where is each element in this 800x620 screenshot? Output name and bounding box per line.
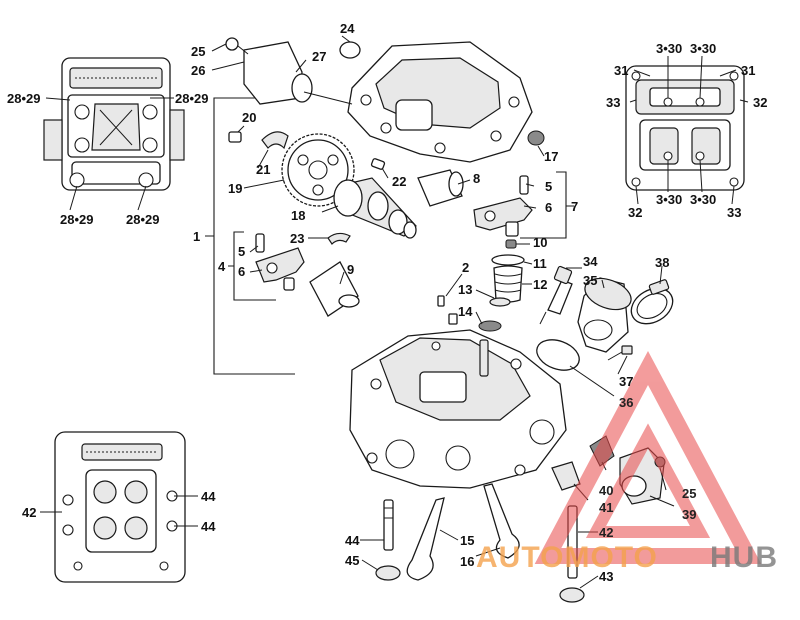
- valve-cover: [347, 41, 533, 163]
- callout-27: 27: [312, 49, 326, 64]
- callout-6a: 6: [238, 264, 245, 279]
- callout-10: 10: [533, 235, 547, 250]
- valve-exhaust: [406, 497, 445, 581]
- callout-25a: 25: [191, 44, 205, 59]
- callout-41: 41: [599, 500, 613, 515]
- callout-2829-tr: 28•29: [175, 91, 208, 106]
- callout-labels: 25 26 27 24 17 20 21 19 22 18 23 8 5 6 7…: [7, 21, 767, 584]
- callout-13: 13: [458, 282, 472, 297]
- rocker-shaft-8: [417, 169, 464, 207]
- callout-25b: 25: [682, 486, 696, 501]
- callout-1: 1: [193, 229, 200, 244]
- callout-330-br: 3•30: [690, 192, 716, 207]
- callout-11: 11: [533, 256, 547, 271]
- head-gasket-view: [54, 431, 186, 583]
- tensioner-cap: [225, 37, 313, 105]
- watermark-text-a: AUTOMOTO: [476, 541, 658, 574]
- callout-23: 23: [290, 231, 304, 246]
- bolt-37: [607, 345, 633, 361]
- callout-21: 21: [256, 162, 270, 177]
- callout-38: 38: [655, 255, 669, 270]
- callout-17: 17: [544, 149, 558, 164]
- callout-32a: 32: [753, 95, 767, 110]
- callout-19: 19: [228, 181, 242, 196]
- callout-31b: 31: [741, 63, 755, 78]
- callout-330-bl: 3•30: [656, 192, 682, 207]
- cylinder-head: [349, 329, 567, 489]
- callout-4: 4: [218, 259, 226, 274]
- callout-44c: 44: [345, 533, 360, 548]
- callout-15: 15: [460, 533, 474, 548]
- callout-35: 35: [583, 273, 597, 288]
- callout-5a: 5: [238, 244, 245, 259]
- camshaft: [333, 177, 417, 239]
- callout-22: 22: [392, 174, 406, 189]
- grommet: [527, 130, 545, 146]
- callout-2829-br: 28•29: [126, 212, 159, 227]
- callout-6b: 6: [545, 200, 552, 215]
- callout-40: 40: [599, 483, 613, 498]
- nut-43: [559, 587, 585, 603]
- dowel-pin: [437, 295, 445, 307]
- rocker-shaft-9: [309, 261, 360, 317]
- callout-20: 20: [242, 110, 256, 125]
- callout-32b: 32: [628, 205, 642, 220]
- nut-45: [375, 565, 401, 581]
- callout-33a: 33: [606, 95, 620, 110]
- callout-14: 14: [458, 304, 473, 319]
- callout-7: 7: [571, 199, 578, 214]
- callout-31a: 31: [614, 63, 628, 78]
- callout-45: 45: [345, 553, 359, 568]
- callout-2829-tl: 28•29: [7, 91, 40, 106]
- callout-2: 2: [462, 260, 469, 275]
- callout-36: 36: [619, 395, 633, 410]
- callout-26: 26: [191, 63, 205, 78]
- valve-spring-stack: [478, 239, 525, 332]
- callout-44b: 44: [201, 519, 216, 534]
- callout-44a: 44: [201, 489, 216, 504]
- callout-12: 12: [533, 277, 547, 292]
- head-cover-view: [625, 65, 745, 191]
- callout-33b: 33: [727, 205, 741, 220]
- callout-42b: 42: [599, 525, 613, 540]
- spark-plug: [539, 265, 573, 325]
- intake-boot: [577, 277, 632, 353]
- callout-43: 43: [599, 569, 613, 584]
- watermark-logo: [534, 350, 762, 564]
- callout-330-tr: 3•30: [690, 41, 716, 56]
- callout-2829-bl: 28•29: [60, 212, 93, 227]
- seal-ring: [339, 41, 361, 59]
- callout-34: 34: [583, 254, 598, 269]
- callout-37: 37: [619, 374, 633, 389]
- watermark-text-b: HUB: [710, 541, 778, 574]
- callout-42a: 42: [22, 505, 36, 520]
- callout-16: 16: [460, 554, 474, 569]
- rocker-left: [255, 233, 305, 291]
- head-top-view: [43, 57, 185, 191]
- callout-5b: 5: [545, 179, 552, 194]
- valve-intake: [483, 483, 520, 559]
- callout-8: 8: [473, 171, 480, 186]
- stud-44: [383, 499, 394, 551]
- rocker-right: [473, 175, 533, 237]
- callout-330-tl: 3•30: [656, 41, 682, 56]
- hose-clamp: [630, 279, 674, 325]
- cam-sprocket: [281, 133, 355, 207]
- callout-39: 39: [682, 507, 696, 522]
- callout-18: 18: [291, 208, 305, 223]
- o-ring: [536, 339, 580, 371]
- callout-24: 24: [340, 21, 355, 36]
- callout-9: 9: [347, 262, 354, 277]
